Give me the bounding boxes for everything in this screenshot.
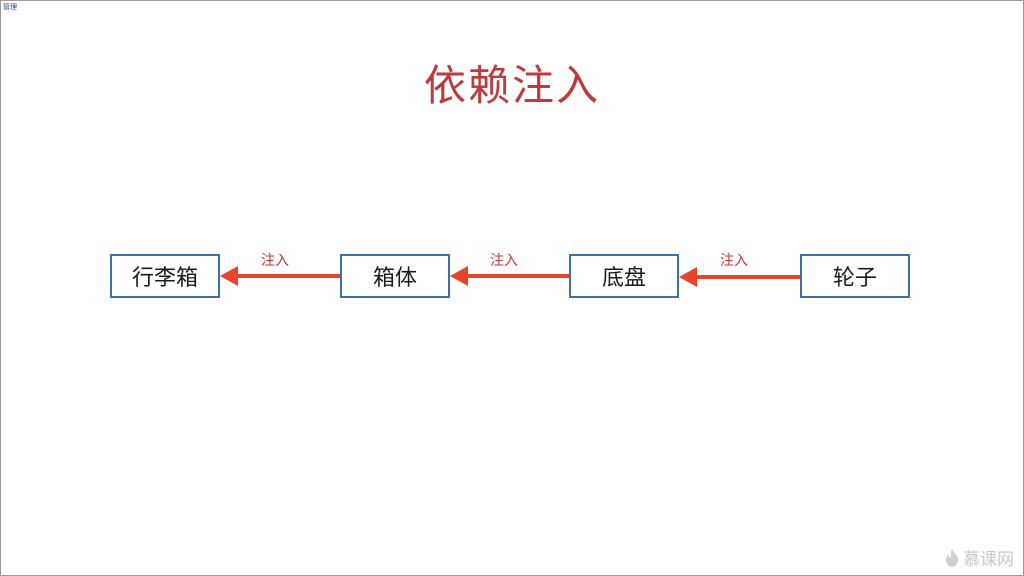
node-label: 箱体	[372, 266, 417, 291]
node-label: 轮子	[832, 266, 877, 291]
node-label: 底盘	[601, 266, 646, 291]
node-wheels: 轮子	[800, 254, 910, 298]
node-luggage: 行李箱	[110, 254, 220, 298]
corner-label: 管理	[3, 3, 17, 11]
node-chassis: 底盘	[569, 254, 679, 298]
watermark: 慕课网	[945, 545, 1014, 570]
edge-label: 注入	[720, 253, 748, 269]
edge-label: 注入	[490, 253, 518, 269]
node-label: 行李箱	[131, 266, 198, 291]
slide-title: 依赖注入	[423, 61, 600, 110]
watermark-text: 慕课网	[963, 550, 1014, 570]
flame-icon	[946, 548, 958, 567]
edge-label: 注入	[261, 253, 289, 269]
node-case-body: 箱体	[340, 254, 450, 298]
